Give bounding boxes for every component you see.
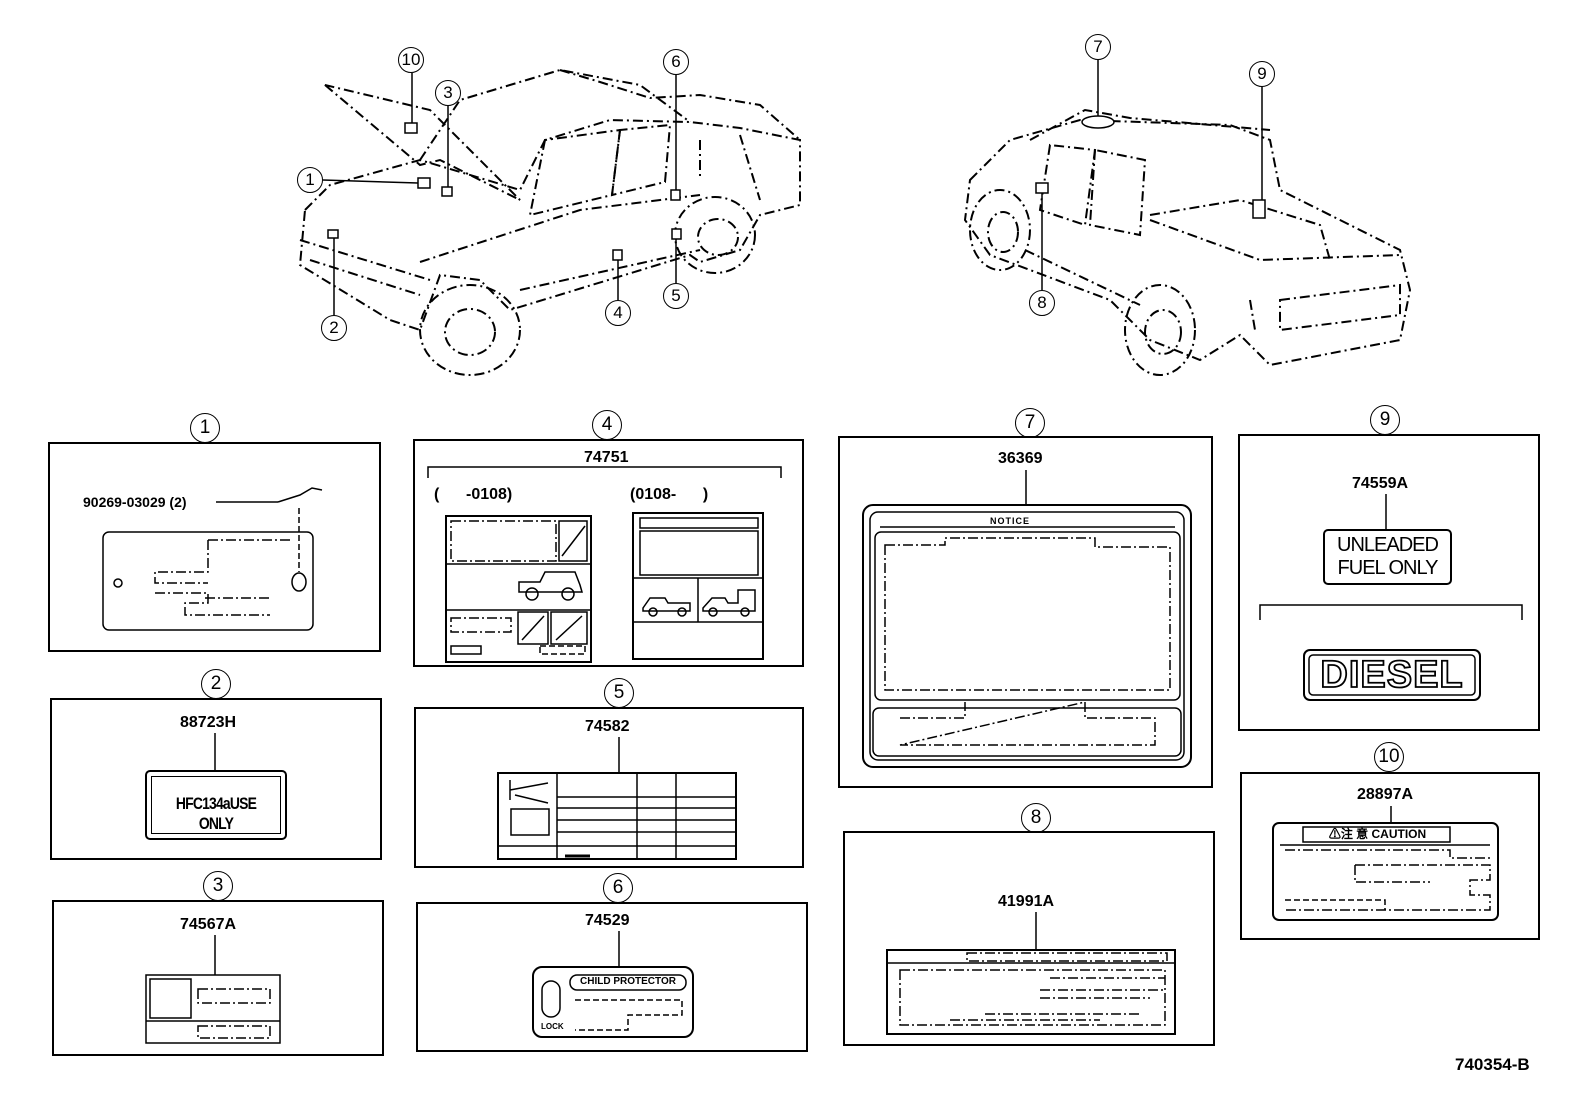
panel-2 (50, 698, 382, 860)
callout-10: 10 (398, 47, 424, 73)
truck-front-view (298, 68, 801, 376)
refrigerant-label: HFC134aUSE ONLY (145, 770, 287, 840)
figure-id: 740354-B (1455, 1055, 1530, 1074)
panel-4-range-late: (0108- ) (630, 486, 709, 503)
refrigerant-label-text: HFC134aUSE ONLY (175, 794, 257, 833)
panel-5-number: 5 (604, 678, 634, 708)
panel-6 (416, 902, 808, 1052)
truck-rear-view (963, 108, 1412, 376)
panel-3-part-number: 74567A (180, 916, 237, 933)
callout-8: 8 (1029, 290, 1055, 316)
panel-5-part-number: 74582 (585, 718, 630, 735)
panel-10-number: 10 (1374, 742, 1404, 772)
panel-9-part-number: 74559A (1352, 475, 1409, 492)
panel-7-number: 7 (1015, 408, 1045, 438)
callout-3: 3 (435, 80, 461, 106)
lock-label: LOCK (541, 1022, 564, 1031)
unleaded-line-1: UNLEADED (1337, 534, 1439, 556)
panel-9 (1238, 434, 1540, 731)
panel-2-part-number: 88723H (180, 714, 237, 731)
child-protector-header: CHILD PROTECTOR (580, 976, 676, 987)
panel-4-part-number: 74751 (584, 449, 629, 466)
panel-4-number: 4 (592, 410, 622, 440)
callout-9: 9 (1249, 61, 1275, 87)
callout-1: 1 (297, 167, 323, 193)
notice-header: NOTICE (990, 516, 1031, 526)
callout-5: 5 (663, 283, 689, 309)
unleaded-line-2: FUEL ONLY (1337, 557, 1439, 579)
callout-2: 2 (321, 315, 347, 341)
panel-7-part-number: 36369 (998, 450, 1043, 467)
callout-6: 6 (663, 49, 689, 75)
caution-header: ⚠注 意 CAUTION (1328, 827, 1427, 841)
panel-6-part-number: 74529 (585, 912, 630, 929)
panel-9-number: 9 (1370, 405, 1400, 435)
panel-5 (414, 707, 804, 868)
panel-3 (52, 900, 384, 1056)
unleaded-label: UNLEADED FUEL ONLY (1324, 534, 1451, 580)
panel-8 (843, 831, 1215, 1046)
panel-3-number: 3 (203, 871, 233, 901)
panel-6-number: 6 (603, 873, 633, 903)
callout-4: 4 (605, 300, 631, 326)
callout-7: 7 (1085, 34, 1111, 60)
panel-1-part-number: 90269-03029 (2) (83, 494, 187, 510)
diesel-label: DIESEL (1319, 653, 1464, 697)
panel-8-number: 8 (1021, 803, 1051, 833)
panel-1-number: 1 (190, 413, 220, 443)
panel-8-part-number: 41991A (998, 893, 1055, 910)
panel-2-number: 2 (201, 669, 231, 699)
panel-10 (1240, 772, 1540, 940)
panel-1 (48, 442, 381, 652)
panel-4-range-early: ( -0108) (434, 486, 513, 503)
panel-4 (413, 439, 804, 667)
panel-10-part-number: 28897A (1357, 786, 1414, 803)
panel-7 (838, 436, 1213, 788)
